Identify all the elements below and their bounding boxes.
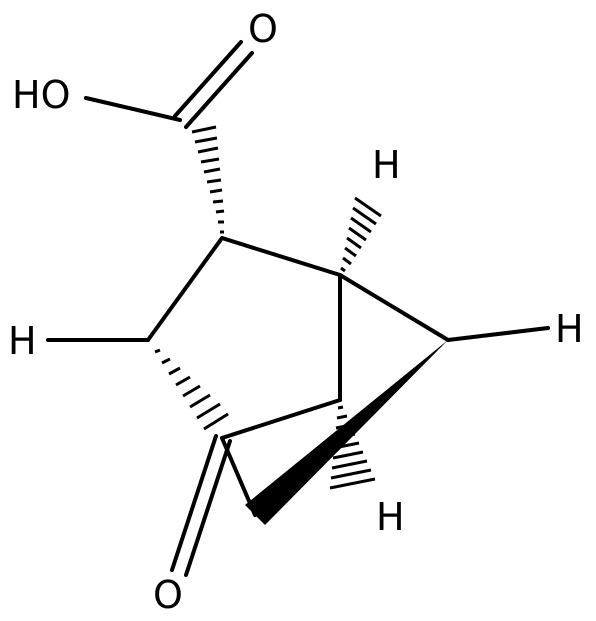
bond-c2-c1 xyxy=(220,236,342,277)
bond-c1-c6 xyxy=(338,273,450,342)
wedge-c6-ch2 xyxy=(245,340,448,525)
bonds xyxy=(46,40,550,577)
atom-label-o-ketone: O xyxy=(153,573,183,617)
bond-c-o-double-b xyxy=(184,51,254,129)
atom-label-h-bottom: H xyxy=(376,495,405,539)
bond-c6-h xyxy=(446,326,550,342)
atom-label-o-carbonyl: O xyxy=(248,7,278,51)
hashed-bonds xyxy=(154,125,382,490)
bond-c2-c3 xyxy=(146,236,224,342)
wedge-bonds xyxy=(245,340,448,525)
bridge-bonds xyxy=(220,436,257,517)
bond-c4-ch2 xyxy=(220,436,257,517)
atom-label-h-top-right: H xyxy=(372,143,401,187)
hash-c2-cooh xyxy=(191,125,225,234)
bond-c-o-double-a xyxy=(173,40,243,118)
bond-c4-o-double-a xyxy=(170,434,218,572)
bond-c-oh xyxy=(84,96,182,122)
atom-label-h-right: H xyxy=(555,307,584,351)
hash-c5-h xyxy=(329,405,376,490)
atom-label-h-left: H xyxy=(8,319,37,363)
hash-c3-c4 xyxy=(154,348,229,431)
atom-label-hydroxyl: HO xyxy=(12,73,70,117)
bond-c4-c5 xyxy=(220,398,342,440)
bond-c4-o-double-b xyxy=(184,439,232,577)
hash-c1-h xyxy=(340,196,382,273)
